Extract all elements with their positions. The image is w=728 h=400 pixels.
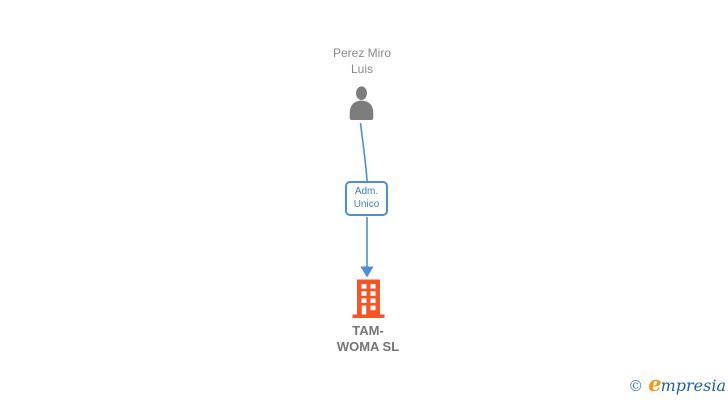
company-name-line1: TAM- bbox=[352, 323, 384, 338]
company-name-line2: WOMA SL bbox=[336, 339, 400, 354]
relationship-label-line1: Adm. bbox=[354, 186, 379, 197]
link-person-to-label bbox=[359, 122, 368, 182]
person-name-line2: Luis bbox=[350, 61, 373, 76]
down-arrow-icon bbox=[360, 266, 374, 278]
empresia-logo[interactable]: © e mpresia bbox=[628, 371, 726, 396]
brand-first-letter: e bbox=[648, 371, 661, 396]
copyright-icon: © bbox=[628, 377, 644, 395]
person-icon[interactable] bbox=[347, 86, 376, 120]
brand-text: mpresia bbox=[660, 376, 726, 395]
person-name-line1: Perez Miro bbox=[332, 46, 391, 60]
relationship-label[interactable]: Adm. Unico bbox=[345, 181, 388, 216]
person-name: Perez Miro Luis bbox=[302, 46, 422, 77]
relationship-label-line2: Unico bbox=[353, 198, 380, 210]
building-icon[interactable] bbox=[351, 279, 386, 318]
company-name: TAM- WOMA SL bbox=[308, 323, 428, 355]
